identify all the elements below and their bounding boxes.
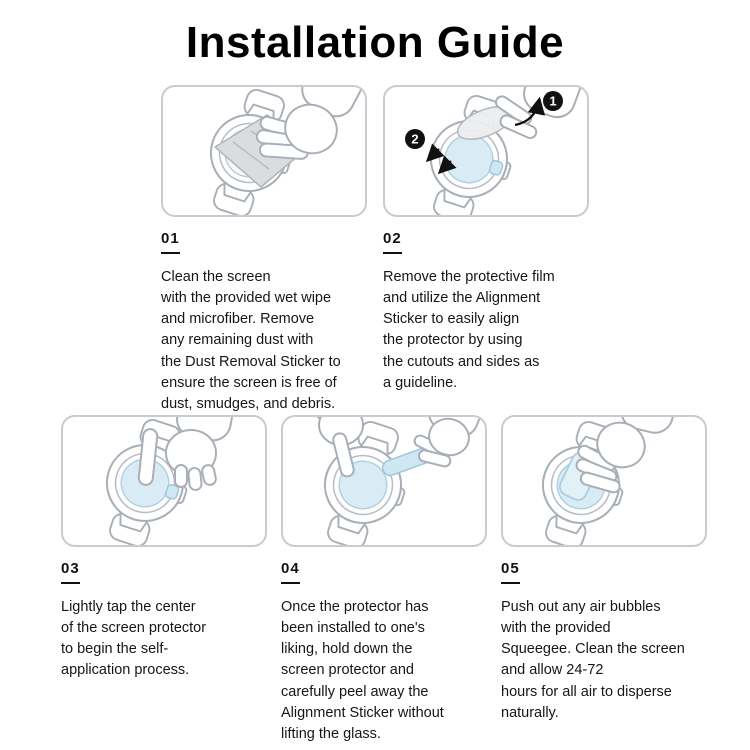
step-01-figure bbox=[192, 87, 363, 215]
step-01-text: Clean the screen with the provided wet w… bbox=[161, 269, 341, 412]
step-04: 04 Once the protector has been installed… bbox=[281, 415, 487, 745]
svg-text:1: 1 bbox=[549, 94, 556, 109]
step-05-panel bbox=[501, 415, 707, 547]
align-arrow-icon-2 bbox=[437, 155, 457, 175]
gripping-hand-icon bbox=[575, 417, 678, 494]
badge-1: 1 bbox=[543, 91, 563, 111]
step-01-number: 01 bbox=[161, 230, 180, 254]
step-04-number: 04 bbox=[281, 560, 300, 584]
holding-hand-icon bbox=[311, 417, 367, 478]
step-01: 01 Clean the screen with the provided we… bbox=[161, 85, 367, 415]
step-03: 03 Lightly tap the center of the screen … bbox=[61, 415, 267, 682]
svg-text:2: 2 bbox=[411, 132, 418, 147]
step-02-panel: 1 2 bbox=[383, 85, 589, 217]
step-01-panel bbox=[161, 85, 367, 217]
step-03-text: Lightly tap the center of the screen pro… bbox=[61, 599, 207, 679]
peeling-hand-icon bbox=[413, 417, 484, 468]
step-04-panel bbox=[281, 415, 487, 547]
step-04-text: Once the protector has been installed to… bbox=[281, 599, 444, 742]
step-04-figure bbox=[306, 417, 484, 545]
step-05-text: Push out any air bubbles with the provid… bbox=[501, 599, 685, 721]
align-arrow-icon-1 bbox=[425, 143, 445, 163]
step-03-panel bbox=[61, 415, 267, 547]
step-03-figure bbox=[88, 417, 236, 545]
peel-direction-arrow-icon bbox=[514, 96, 546, 127]
page-title: Installation Guide bbox=[185, 18, 565, 67]
step-02-text: Remove the protective film and utilize t… bbox=[383, 269, 555, 391]
step-02-figure: 1 2 bbox=[405, 87, 584, 215]
step-02-number: 02 bbox=[383, 230, 402, 254]
hand-icon bbox=[494, 87, 584, 140]
step-05-figure bbox=[524, 417, 678, 545]
step-05-number: 05 bbox=[501, 560, 520, 584]
step-03-number: 03 bbox=[61, 560, 80, 584]
hand-icon bbox=[255, 87, 363, 160]
step-05: 05 Push out any air bubbles with the pro… bbox=[501, 415, 707, 724]
step-02: 1 2 02 Remove the protective film and ut… bbox=[383, 85, 589, 394]
tapping-hand-icon bbox=[137, 417, 236, 491]
badge-2: 2 bbox=[405, 129, 425, 149]
